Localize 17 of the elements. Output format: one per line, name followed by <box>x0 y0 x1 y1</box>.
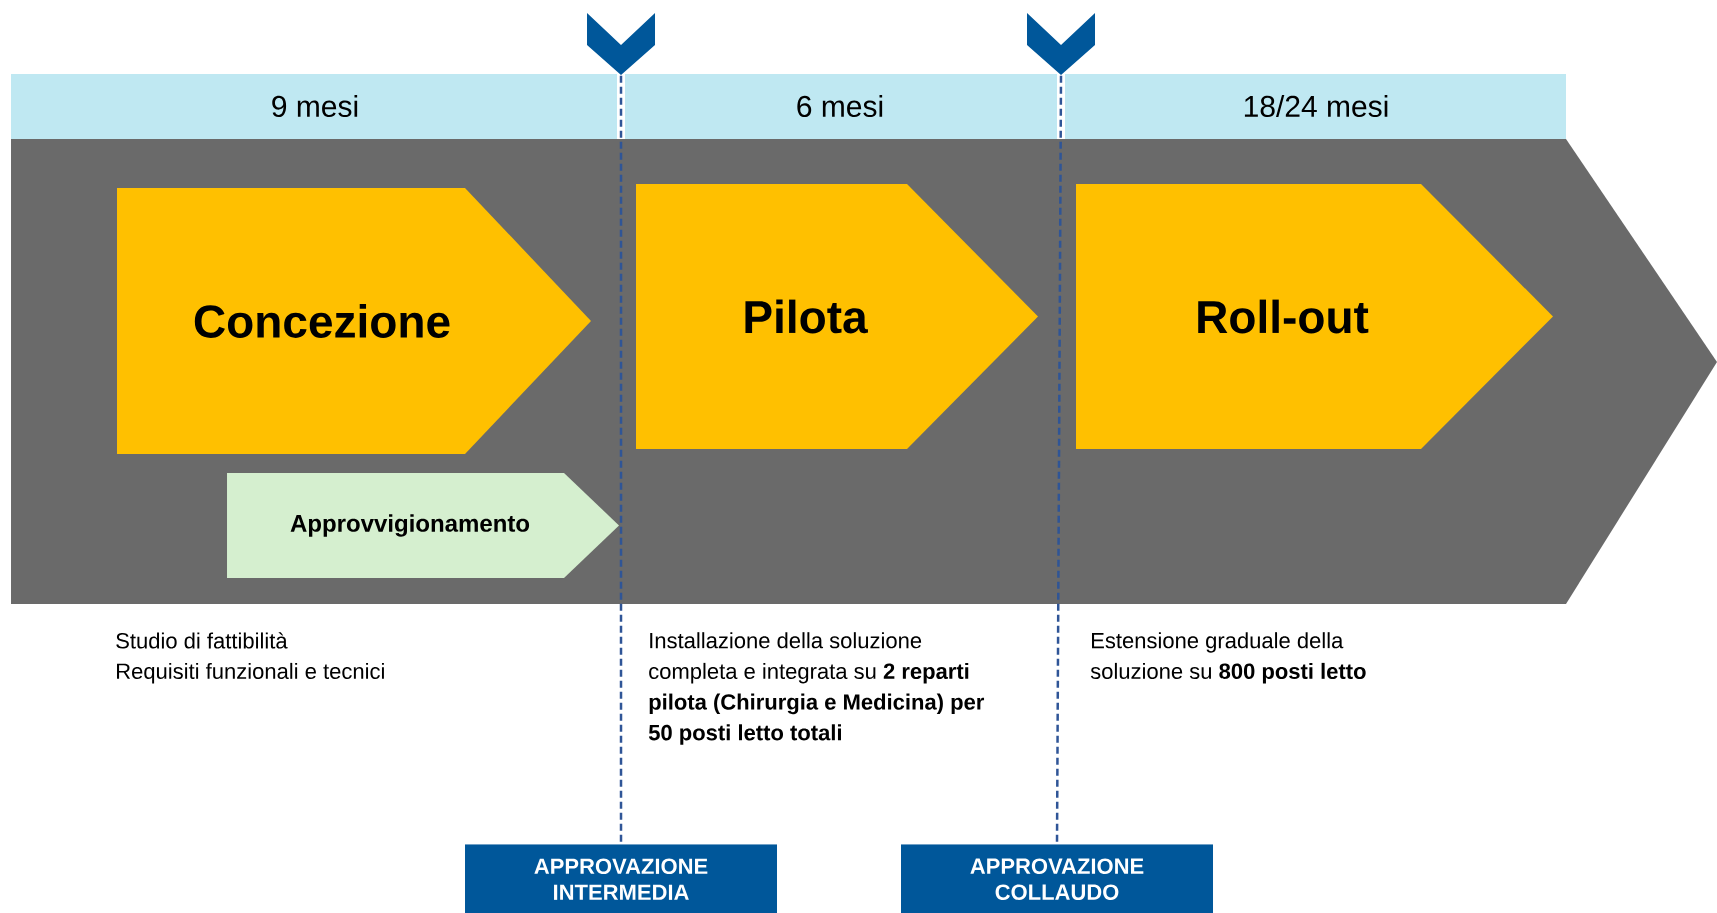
description-text: Estensione graduale della soluzione su 800 posti letto <box>1090 632 1366 684</box>
description-text: Studio di fattibilità <box>116 632 288 649</box>
step-block: Approvvigionamento <box>227 473 619 578</box>
description-text: Installazione della soluzione completa e integrata su 2 reparti pilota (Chirurgia e Medicina) per 50 posti letto totali <box>648 632 985 745</box>
duration-band: 9 mesi <box>11 74 617 139</box>
duration-band: 18/24 mesi <box>1065 74 1566 139</box>
milestone-line <box>1055 75 1063 844</box>
duration-band: 6 mesi <box>625 74 1057 139</box>
phase-block: Roll-out <box>1076 184 1553 449</box>
milestone-marker <box>587 13 655 75</box>
phase-block: Pilota <box>636 184 1038 449</box>
milestone-line <box>619 75 623 844</box>
phase-block: Concezione <box>117 188 591 454</box>
description-text: Requisiti funzionali e tecnici <box>117 662 384 684</box>
milestone-box: APPROVAZIONE COLLAUDO <box>901 844 1213 913</box>
milestone-marker <box>1027 13 1095 75</box>
milestone-box: APPROVAZIONE INTERMEDIA <box>465 844 777 913</box>
